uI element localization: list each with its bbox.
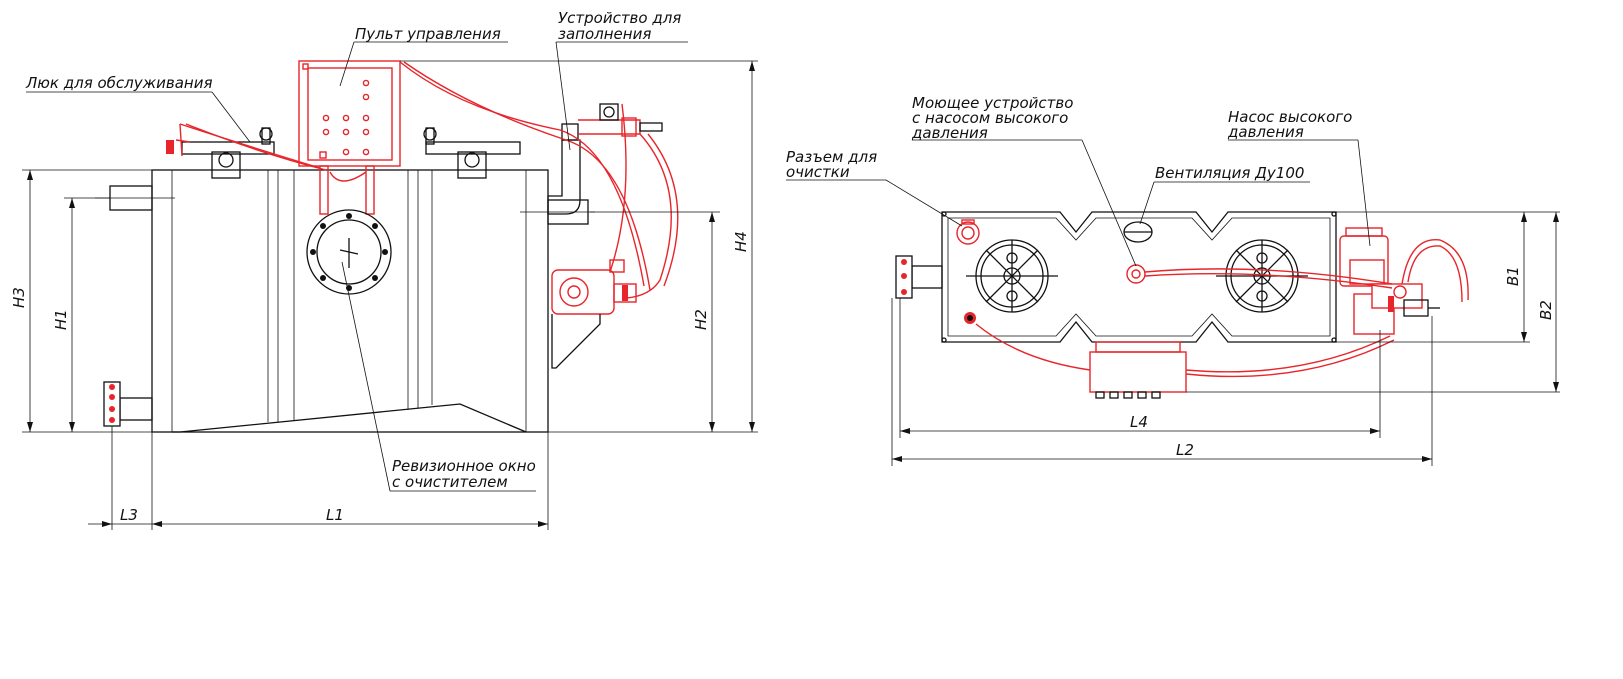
service-hatch-left	[166, 123, 275, 179]
dim-l3: L3	[120, 506, 138, 524]
label-fill-device-1: Устройство для	[558, 9, 681, 27]
dim-l1: L1	[326, 506, 344, 524]
label-ventilation: Вентиляция Ду100	[1155, 164, 1304, 182]
hatch-wheel-right	[1216, 239, 1308, 313]
dim-l4: L4	[1130, 413, 1148, 431]
fill-device	[547, 103, 663, 215]
inspection-window	[306, 209, 392, 295]
label-inspection-window-2: с очистителем	[392, 473, 508, 491]
label-cleaning-port-2: очистки	[786, 163, 850, 181]
dim-h1: H1	[52, 309, 70, 330]
hose-top	[1144, 273, 1393, 289]
flange-bolt	[109, 384, 115, 390]
label-washer-1: Моющее устройство	[912, 94, 1073, 112]
label-service-hatch: Люк для обслуживания	[25, 74, 213, 92]
control-box-top	[1089, 341, 1187, 399]
washer-nozzle	[1126, 264, 1146, 284]
dim-b1: B1	[1504, 266, 1522, 286]
pump-motor	[551, 259, 637, 369]
top-view: Моющее устройство с насосом высокого дав…	[786, 94, 1560, 466]
panel-indicators	[322, 79, 370, 156]
dim-b2: B2	[1537, 300, 1555, 320]
dim-l2: L2	[1176, 441, 1194, 459]
hose-panel	[399, 61, 645, 287]
dimensions-top	[891, 211, 1560, 466]
label-cleaning-port-1: Разъем для	[786, 148, 877, 166]
control-panel	[298, 60, 401, 215]
label-inspection-window-1: Ревизионное окно	[392, 457, 536, 475]
dim-h3: H3	[10, 287, 28, 308]
label-hp-pump-2: давления	[1227, 123, 1304, 141]
dimensions-side	[22, 60, 758, 530]
hatch-wheel-left	[966, 239, 1058, 313]
dim-h4: H4	[732, 231, 750, 252]
leaders-side	[26, 41, 688, 492]
label-hp-pump-1: Насос высокого	[1228, 108, 1352, 126]
cleaning-connector	[956, 219, 980, 245]
tank-body	[151, 169, 549, 433]
leaders-top	[786, 139, 1371, 267]
dim-h2: H2	[692, 309, 710, 330]
label-fill-device-2: заполнения	[558, 25, 651, 43]
hp-pump-assembly	[1339, 227, 1440, 335]
side-view: Люк для обслуживания Пульт управления Ус…	[10, 9, 758, 530]
label-washer-3: давления	[911, 124, 988, 142]
label-washer-2: с насосом высокого	[912, 109, 1068, 127]
service-hatch-right	[423, 127, 521, 179]
label-control-panel: Пульт управления	[355, 25, 501, 43]
